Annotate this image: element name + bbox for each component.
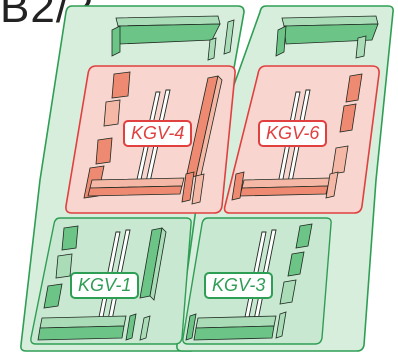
kgv1-label: KGV-1 (70, 272, 140, 299)
kgv6-label: KGV-6 (258, 120, 328, 147)
kgv6-parts (231, 73, 363, 201)
top-flashing-right (275, 15, 379, 59)
kgv3-label: KGV-3 (204, 272, 274, 299)
top-flashing-left (111, 15, 235, 61)
kgv4-label: KGV-4 (123, 120, 193, 147)
